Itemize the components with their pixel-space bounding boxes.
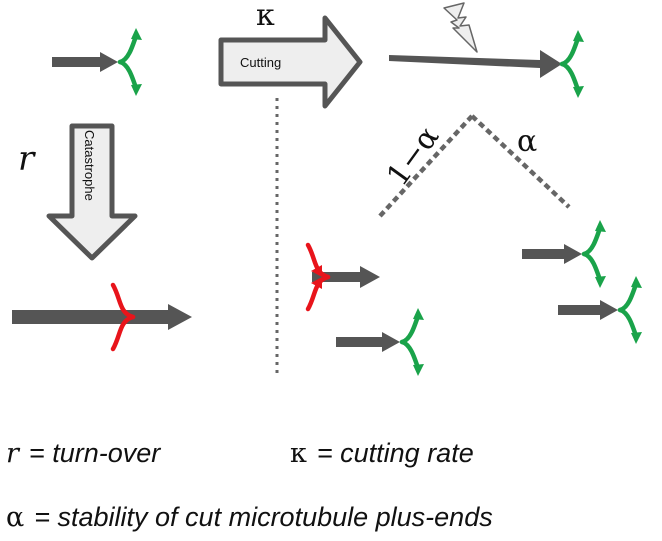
growing-microtubule-initial: [52, 28, 142, 96]
shrinking-fragment: [308, 245, 380, 309]
r-symbol: r: [18, 139, 36, 179]
kappa-symbol: κ: [256, 0, 275, 33]
cutting-label: Cutting: [240, 55, 281, 70]
growing-fragment-right-top: [522, 220, 606, 288]
cutting-arrow: Cutting: [218, 15, 363, 109]
lightning-icon: [443, 2, 478, 53]
legend-alpha-symbol: α: [6, 502, 25, 533]
legend-turnover: r = turn-over: [6, 438, 160, 469]
legend-turnover-text: = turn-over: [28, 438, 161, 468]
alpha-label: α: [517, 124, 537, 159]
branch-lines: [378, 114, 571, 218]
legend-cutting-rate: κ = cutting rate: [290, 438, 474, 469]
shrinking-microtubule-long: [12, 285, 192, 349]
catastrophe-arrow: Catastrophe: [46, 123, 138, 261]
legend-cutting-rate-text: = cutting rate: [316, 438, 474, 468]
legend-kappa-symbol: κ: [290, 438, 307, 469]
legend-stability-text: = stability of cut microtubule plus-ends: [34, 502, 493, 532]
legend-r-symbol: r: [6, 438, 19, 469]
catastrophe-label: Catastrophe: [82, 130, 97, 201]
legend-stability: α = stability of cut microtubule plus-end…: [6, 502, 493, 533]
microtubule-being-cut: [389, 30, 584, 98]
growing-fragment-left: [336, 308, 424, 376]
growing-fragment-right-bottom: [558, 276, 642, 344]
